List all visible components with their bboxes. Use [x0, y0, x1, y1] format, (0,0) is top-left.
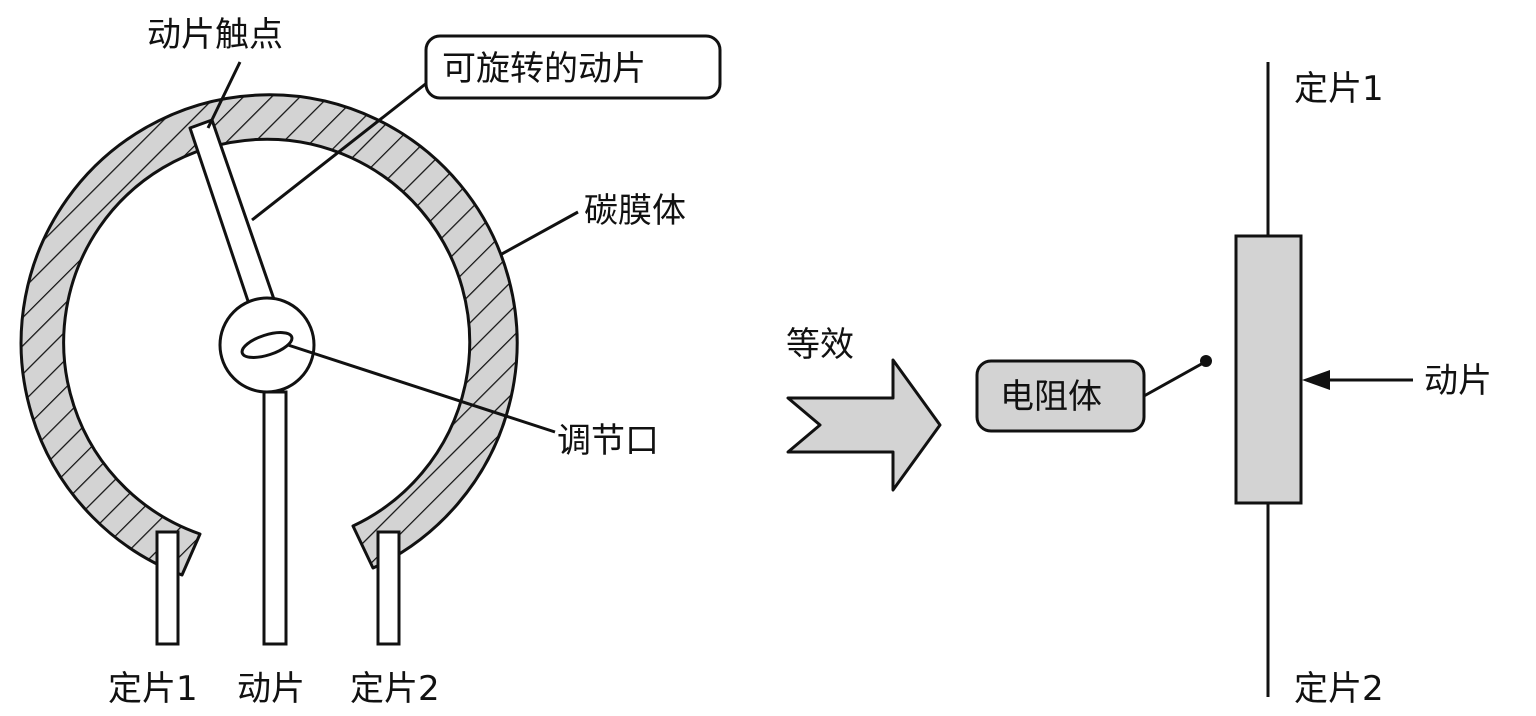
resistor-body — [1234, 234, 1303, 505]
fixed-terminal-2 — [376, 530, 401, 646]
wiper-arrowhead — [1302, 370, 1330, 390]
adjust-slot — [240, 331, 294, 359]
label-contact: 动片触点 — [147, 15, 283, 55]
label-fixed-2-right: 定片2 — [1294, 669, 1384, 709]
leader-rotating-wiper — [251, 80, 429, 222]
rotating-wiper-callout — [424, 34, 722, 100]
label-carbon-film: 碳膜体 — [584, 191, 686, 231]
leader-carbon-film — [499, 210, 579, 257]
rotating-wiper-arm — [188, 118, 279, 318]
label-equivalent: 等效 — [786, 325, 854, 365]
label-fixed-2-left: 定片2 — [350, 669, 440, 709]
label-fixed-1-right: 定片1 — [1294, 69, 1384, 109]
equivalence-arrow — [786, 358, 942, 492]
label-resistor-body: 电阻体 — [1000, 377, 1102, 417]
label-fixed-1-left: 定片1 — [108, 669, 198, 709]
leader-adjust-slot — [287, 343, 556, 434]
label-wiper-left: 动片 — [237, 669, 305, 709]
label-wiper-right: 动片 — [1424, 361, 1492, 401]
potentiometer-symbol: 定片1 定片2 动片 电阻体 — [975, 62, 1492, 709]
leader-contact — [206, 61, 242, 129]
carbon-film-ring — [19, 93, 519, 577]
label-rotating-wiper: 可旋转的动片 — [442, 49, 646, 89]
rotary-potentiometer: 动片触点 可旋转的动片 碳膜体 调节口 定片1 动片 定片2 — [19, 15, 722, 709]
fixed-terminal-1 — [155, 530, 180, 646]
leader-resistor-body — [1143, 360, 1206, 398]
wiper-terminal — [262, 390, 288, 646]
equivalence-arrow-group: 等效 — [786, 325, 942, 492]
label-adjust-slot: 调节口 — [557, 421, 659, 461]
leader-dot — [1200, 355, 1212, 367]
